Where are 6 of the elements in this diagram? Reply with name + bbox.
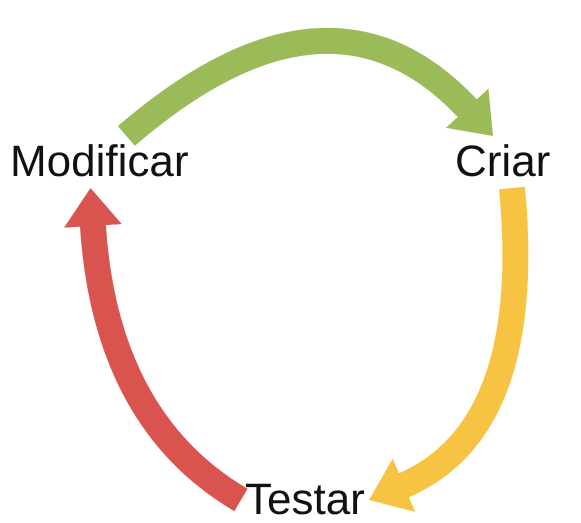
step-label: Testar xyxy=(245,478,365,522)
step-label: Criar xyxy=(455,140,550,184)
curved-arrow xyxy=(64,188,248,511)
curved-arrow xyxy=(118,28,494,146)
step-label: Modificar xyxy=(10,140,188,184)
curved-arrow xyxy=(370,187,528,511)
